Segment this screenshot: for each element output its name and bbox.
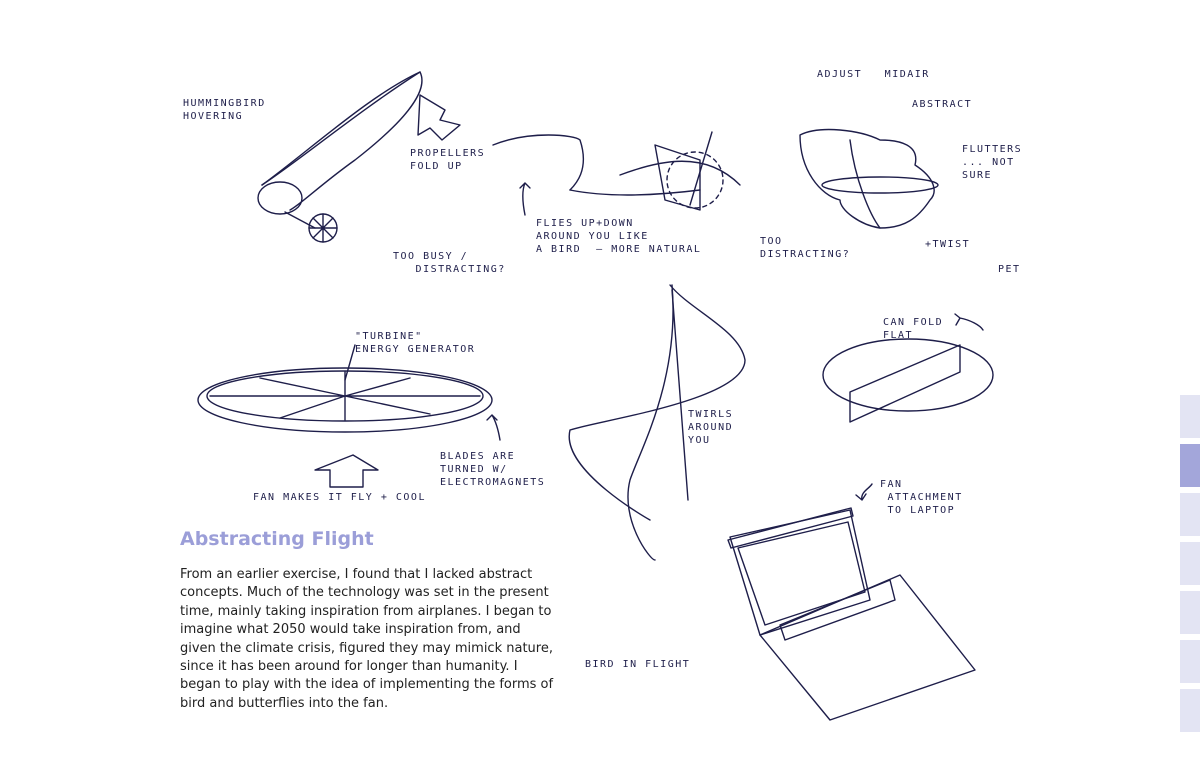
- note-bird-in-flight: BIRD IN FLIGHT: [585, 659, 691, 670]
- note-blades: BLADES ARE TURNED W/ ELECTROMAGNETS: [440, 451, 546, 488]
- flight-path-sketch: [568, 284, 746, 561]
- side-tab-7[interactable]: [1180, 689, 1200, 732]
- note-too-distracting: TOO DISTRACTING?: [760, 236, 851, 260]
- side-tab-6[interactable]: [1180, 640, 1200, 683]
- note-fan-makes: FAN MAKES IT FLY + COOL: [253, 492, 426, 503]
- section-body: From an earlier exercise, I found that I…: [180, 567, 554, 711]
- side-tab-2[interactable]: [1180, 444, 1200, 487]
- laptop-fan-sketch: [727, 483, 976, 721]
- note-twirls: TWIRLS AROUND YOU: [688, 409, 734, 446]
- side-navigation: [1180, 395, 1200, 738]
- butterfly-sketch: [799, 128, 939, 229]
- note-can-fold: CAN FOLD FLAT: [883, 317, 944, 341]
- side-tab-3[interactable]: [1180, 493, 1200, 536]
- note-turbine: "TURBINE" ENERGY GENERATOR: [355, 331, 476, 355]
- section-title: Abstracting Flight: [180, 528, 374, 550]
- side-tab-5[interactable]: [1180, 591, 1200, 634]
- note-abstract: ABSTRACT: [912, 99, 973, 110]
- note-flutters: FLUTTERS ... NOT SURE: [962, 144, 1023, 181]
- note-fan-attachment: FAN ATTACHMENT TO LAPTOP: [880, 479, 963, 516]
- note-hummingbird: HUMMINGBIRD HOVERING: [183, 98, 266, 122]
- note-pet: PET: [998, 264, 1021, 275]
- note-twist: +TWIST: [925, 239, 971, 250]
- fold-flat-sketch: [822, 313, 994, 423]
- note-flies: FLIES UP+DOWN AROUND YOU LIKE A BIRD — M…: [536, 218, 702, 255]
- side-tab-4[interactable]: [1180, 542, 1200, 585]
- bird-fan-sketch: [492, 131, 741, 216]
- turbine-fan-sketch: [197, 344, 501, 488]
- note-adjust: ADJUST MIDAIR: [817, 69, 930, 80]
- note-too-busy: TOO BUSY / DISTRACTING?: [393, 251, 506, 275]
- side-tab-1[interactable]: [1180, 395, 1200, 438]
- note-propellers: PROPELLERS FOLD UP: [410, 148, 486, 172]
- hummingbird-fan-sketch: [257, 71, 461, 243]
